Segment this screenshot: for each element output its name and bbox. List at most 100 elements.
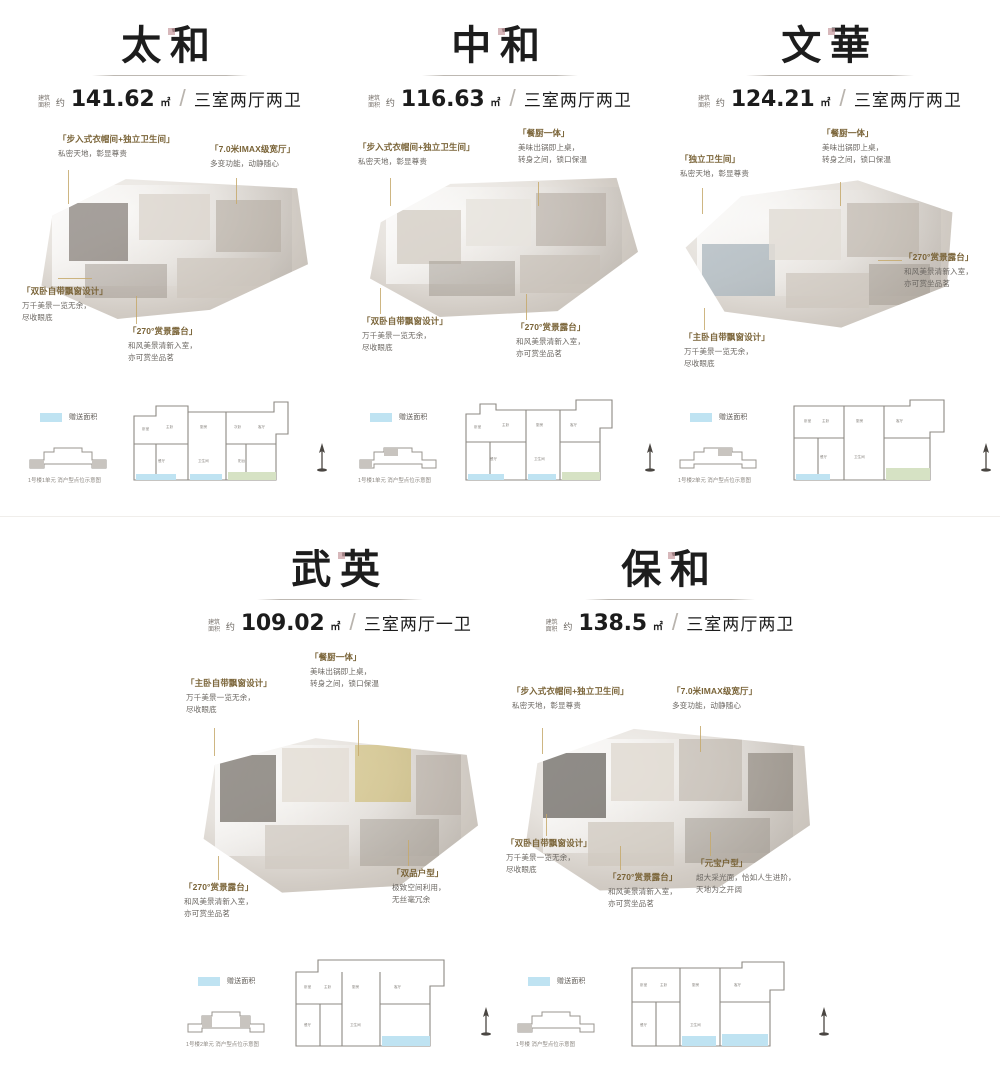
- unit-render-area: 「步入式衣帽间+独立卫生间」 私密天地，彰显尊贵 「7.0米IMAX级宽厅」 多…: [500, 650, 840, 950]
- legend-gift-area: 赠送面积: [690, 412, 748, 422]
- compass-north-icon: [981, 443, 991, 472]
- callout-leader-line: [218, 856, 219, 880]
- svg-text:次卧: 次卧: [234, 424, 242, 429]
- callout-private-bathroom: 「独立卫生间」 私密天地，彰显尊贵: [680, 154, 812, 180]
- callout-imax-living: 「7.0米IMAX级宽厅」 多变功能，动静随心: [672, 686, 804, 712]
- svg-text:阳台: 阳台: [238, 458, 246, 463]
- callout-title: 「餐厨一体」: [822, 128, 874, 138]
- callout-subtitle: 私密天地，彰显尊贵: [358, 156, 428, 166]
- room-config: 三室两厅两卫: [853, 91, 962, 110]
- callout-subtitle: 万千美景一览无余， 尽收眼底: [684, 346, 754, 368]
- unit-title-text: 保和: [621, 547, 719, 592]
- svg-text:卫生间: 卫生间: [198, 458, 209, 463]
- callout-subtitle: 和风美景清新入室， 亦可赏坐品茗: [904, 266, 974, 288]
- unit-card-zhonghe: 中和 建筑面积 约 116.63 ㎡ / 三室两厅两卫 「: [330, 0, 670, 500]
- callout-title: 「独立卫生间」: [680, 154, 741, 164]
- unit-title: 文華: [781, 26, 879, 66]
- callout-title: 「270°赏景露台」: [904, 252, 974, 262]
- callout-leader-line: [390, 178, 391, 206]
- unit-header: 太和 建筑面积 约 141.62 ㎡ / 三室两厅两卫: [0, 0, 340, 113]
- area-value: 141.62: [70, 87, 155, 112]
- approx-label: 约: [385, 98, 395, 108]
- approx-label: 约: [55, 98, 65, 108]
- callout-subtitle: 万千美景一览无余， 尽收眼底: [506, 852, 576, 874]
- legend-label: 赠送面积: [227, 978, 256, 985]
- unit-title: 太和: [121, 26, 219, 66]
- callout-subtitle: 和风美景清新入室， 亦可赏坐品茗: [516, 336, 586, 358]
- svg-text:客厅: 客厅: [570, 422, 578, 427]
- unit-render-area: 「步入式衣帽间+独立卫生间」 私密天地，彰显尊贵 「餐厨一体」 美味出锅即上桌，…: [330, 126, 670, 386]
- unit-card-baohe: 保和 建筑面积 约 138.5 ㎡ / 三室两厅两卫: [500, 524, 840, 1064]
- legend-gift-area: 赠送面积: [370, 412, 428, 422]
- render-room-block: [588, 821, 674, 867]
- unit-render-area: 「主卧自带飘窗设计」 万千美景一览无余， 尽收眼底 「餐厨一体」 美味出锅即上桌…: [170, 650, 510, 950]
- unit-header: 保和 建筑面积 约 138.5 ㎡ / 三室两厅两卫: [500, 524, 840, 637]
- building-key-plan: [359, 447, 437, 469]
- callout-title: 「7.0米IMAX级宽厅」: [672, 686, 758, 696]
- callout-leader-line: [704, 308, 705, 330]
- callout-title: 「餐厨一体」: [518, 128, 570, 138]
- render-room-block: [282, 748, 350, 802]
- callout-leader-line: [408, 840, 409, 866]
- meta-separator: /: [179, 85, 186, 111]
- render-room-block: [396, 210, 462, 264]
- building-caption: 1号楼 消户型点位示意图: [516, 1042, 576, 1048]
- area-unit: ㎡: [490, 98, 501, 109]
- callout-title: 「元宝户型」: [696, 858, 748, 868]
- render-room-block: [354, 744, 411, 802]
- callout-leader-line: [542, 728, 543, 754]
- row-divider: [0, 516, 1000, 517]
- title-accent-dot: [338, 552, 346, 559]
- callout-leader-line: [526, 294, 527, 320]
- legend-gift-area: 赠送面积: [40, 412, 98, 422]
- callout-leader-line: [700, 726, 701, 752]
- meta-separator: /: [509, 85, 516, 111]
- legend-gift-area: 赠送面积: [198, 976, 256, 986]
- area-badge-label: 建筑面积: [38, 96, 50, 109]
- callout-kitchen-dining: 「餐厨一体」 美味出锅即上桌， 转身之间，锁口保温: [518, 128, 650, 166]
- unit-meta: 建筑面积 约 116.63 ㎡ / 三室两厅两卫: [330, 85, 670, 112]
- area-value: 124.21: [730, 87, 815, 112]
- render-room-block: [611, 742, 674, 802]
- callout-leader-line: [702, 188, 703, 214]
- legend-label: 赠送面积: [69, 414, 98, 421]
- title-divider-rule: [585, 599, 755, 600]
- callout-title: 「主卧自带飘窗设计」: [186, 678, 272, 688]
- legend-gift-area: 赠送面积: [528, 976, 586, 986]
- callout-master-bay-window: 「主卧自带飘窗设计」 万千美景一览无余， 尽收眼底: [684, 332, 816, 370]
- legend-swatch: [40, 412, 62, 422]
- svg-text:餐厅: 餐厅: [640, 1022, 648, 1027]
- callout-leader-line: [840, 182, 841, 206]
- area-value: 116.63: [400, 87, 485, 112]
- unit-meta: 建筑面积 约 138.5 ㎡ / 三室两厅两卫: [500, 609, 840, 636]
- callout-subtitle: 极致空间利用， 无丝毫冗余: [392, 882, 446, 904]
- callout-leader-line: [620, 846, 621, 870]
- area-unit: ㎡: [330, 622, 341, 633]
- callout-title: 「270°赏景露台」: [184, 882, 254, 892]
- callout-title: 「7.0米IMAX级宽厅」: [210, 144, 296, 154]
- callout-subtitle: 和风美景清新入室， 亦可赏坐品茗: [608, 886, 678, 908]
- render-room-block: [139, 194, 211, 240]
- callout-subtitle: 多变功能，动静随心: [672, 700, 742, 710]
- svg-text:餐厅: 餐厅: [304, 1022, 312, 1027]
- render-room-block: [84, 264, 167, 298]
- callout-balcony-270: 「270°赏景露台」 和风美景清新入室， 亦可赏坐品茗: [184, 882, 316, 920]
- svg-text:卫生间: 卫生间: [854, 454, 865, 459]
- callout-leader-line: [546, 814, 547, 836]
- svg-text:厨房: 厨房: [200, 424, 208, 429]
- mini-floor-plan: 卧室主卧 厨房客厅 餐厅卫生间: [295, 959, 445, 1047]
- render-room-block: [265, 825, 350, 870]
- unit-card-taihe: 太和 建筑面积 约 141.62 ㎡ / 三室两厅两卫: [0, 0, 340, 500]
- legend-label: 赠送面积: [719, 414, 748, 421]
- unit-title-text: 武英: [291, 547, 389, 592]
- room-config: 三室两厅两卫: [686, 615, 795, 634]
- callout-subtitle: 美味出锅即上桌， 转身之间，锁口保温: [822, 142, 892, 164]
- legend-swatch: [528, 976, 550, 986]
- mini-floor-plan: 卧室主卧 厨房次卧 客厅餐厅 卫生间阳台: [133, 401, 289, 481]
- callout-leader-line: [136, 296, 137, 324]
- callout-subtitle: 万千美景一览无余， 尽收眼底: [362, 330, 432, 352]
- callout-yuanbao-layout: 「元宝户型」 超大采光面，恰如人生进阶， 天地为之开阔: [696, 858, 844, 896]
- callout-title: 「270°赏景露台」: [128, 326, 198, 336]
- building-caption: 1号楼1单元 消户型点位示意图: [28, 478, 101, 484]
- building-caption: 1号楼1单元 消户型点位示意图: [358, 478, 431, 484]
